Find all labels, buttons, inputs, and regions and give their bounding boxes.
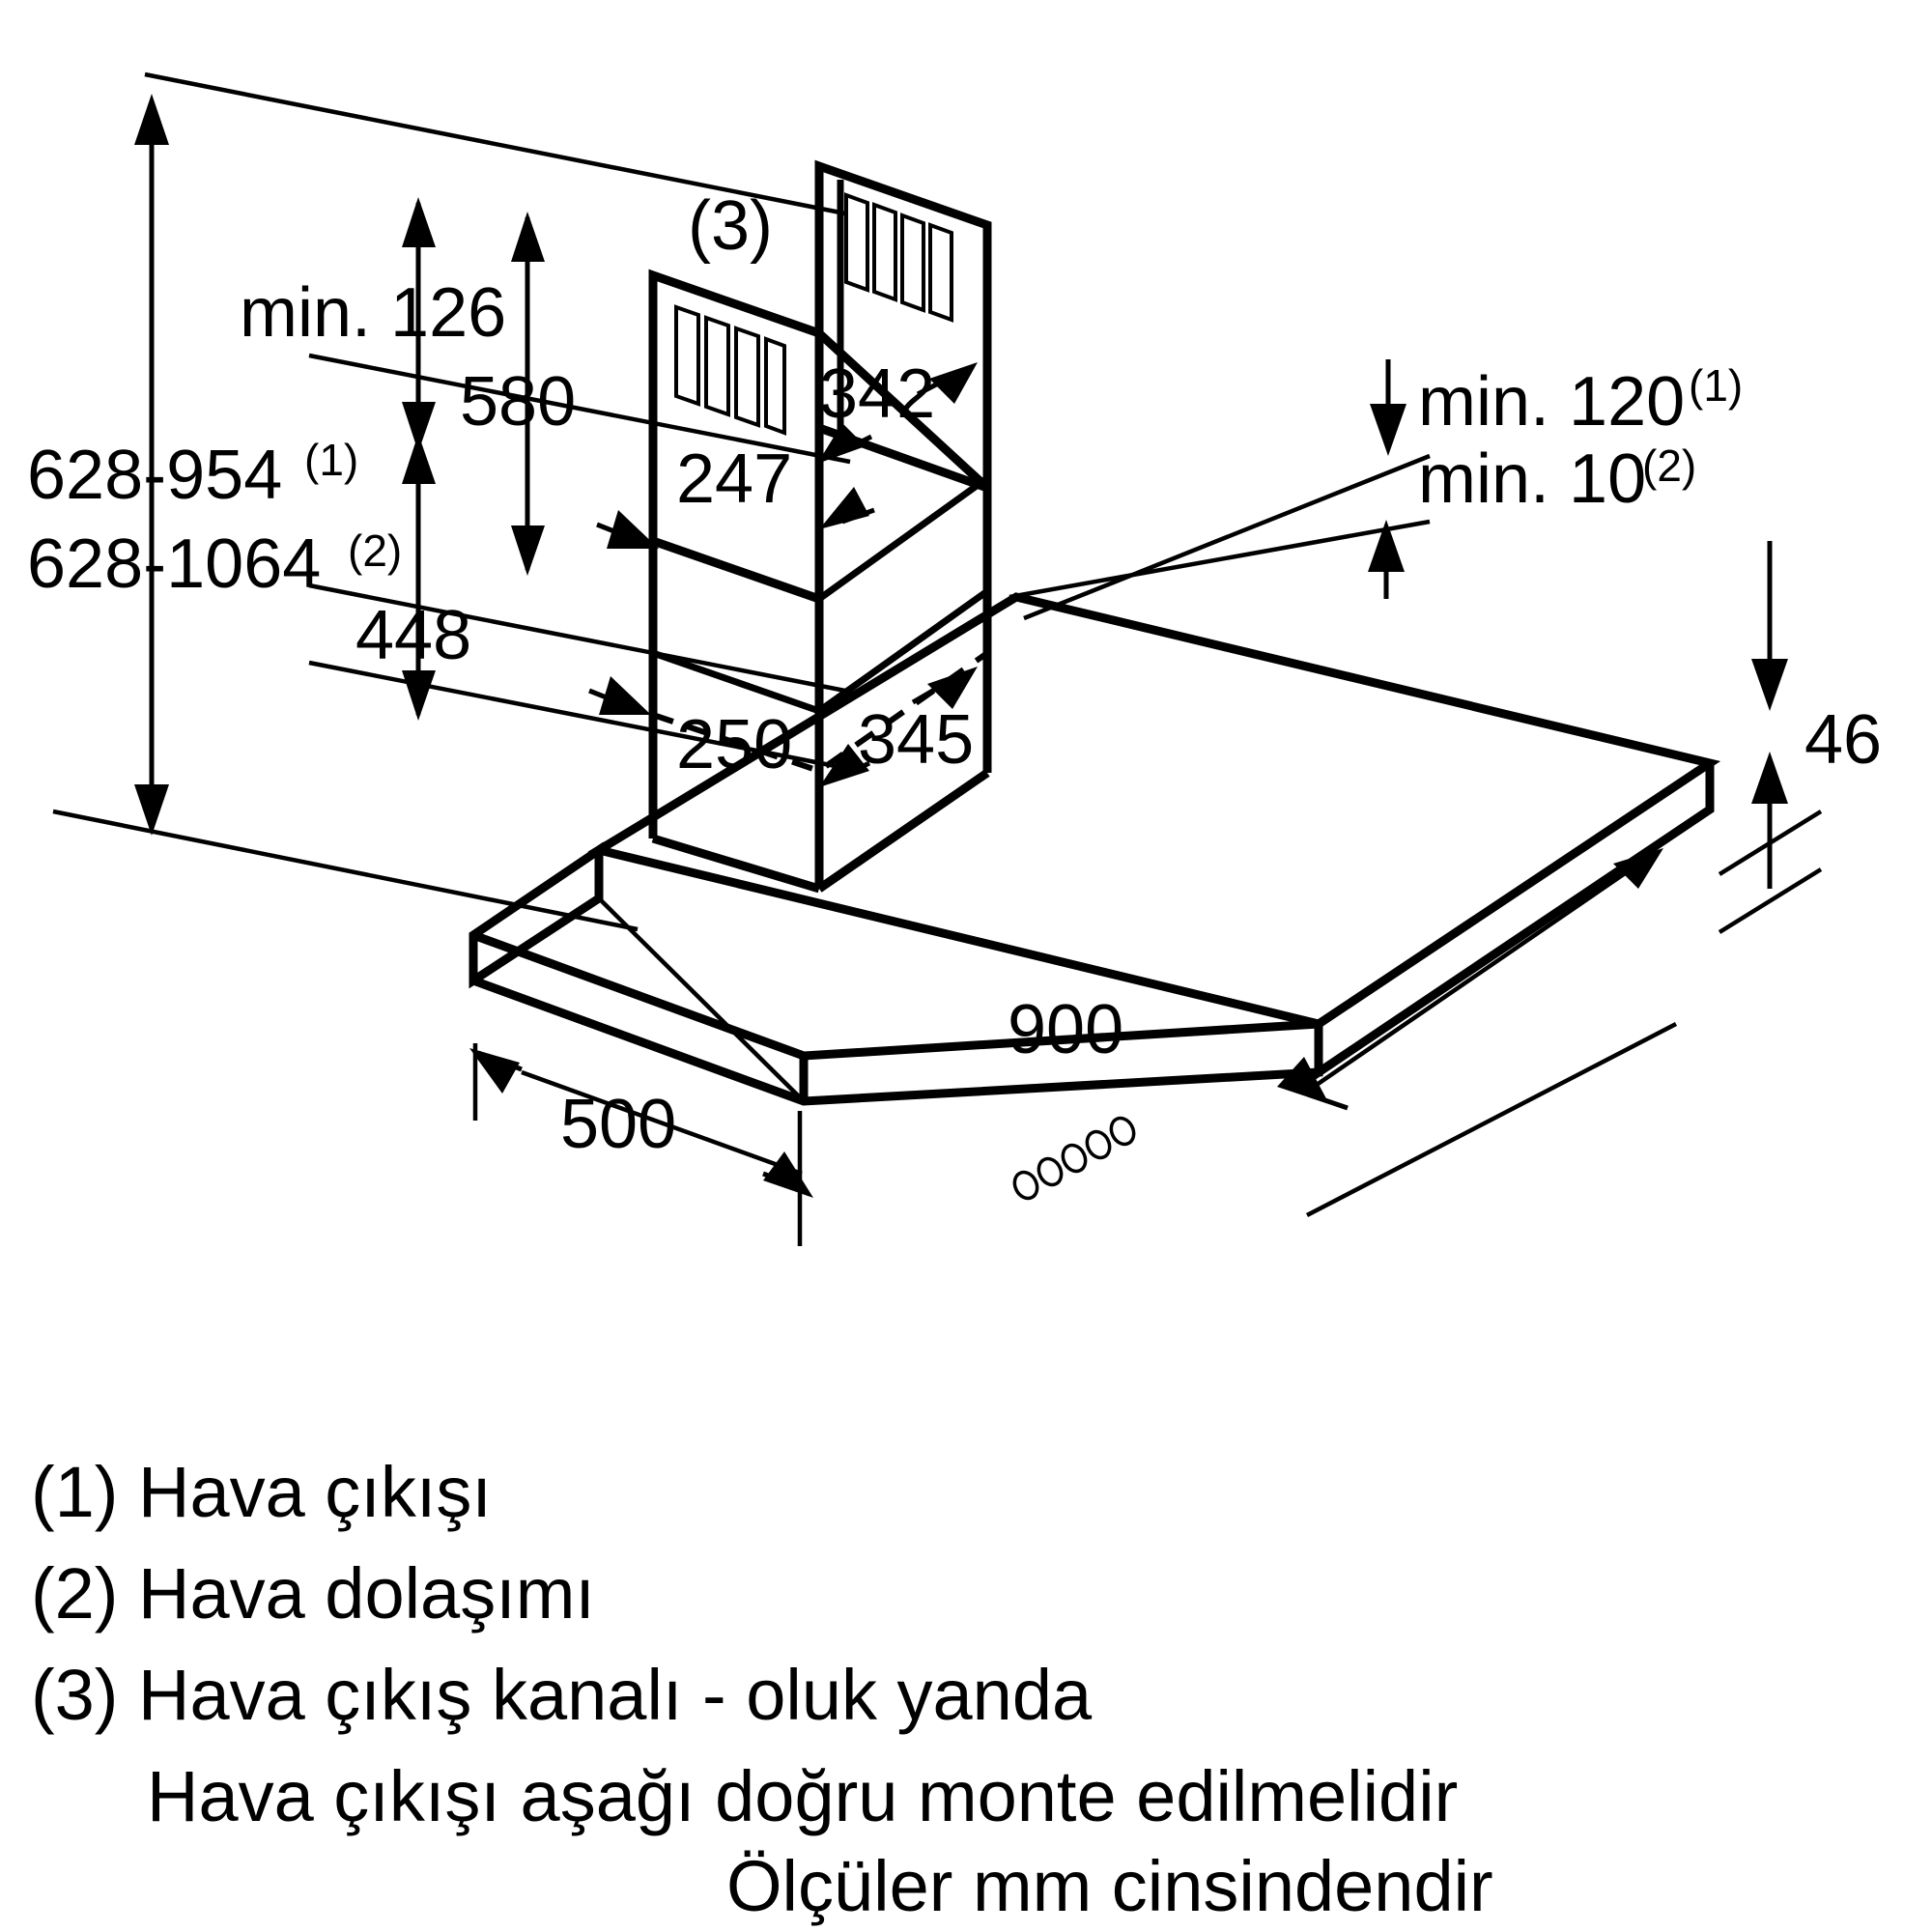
arrowhead-247-right-a bbox=[819, 487, 869, 529]
control-button-2 bbox=[1037, 1156, 1064, 1187]
label-628-1064: 628-1064 bbox=[27, 526, 321, 603]
front-vent-slots bbox=[674, 304, 786, 436]
legend-note-3-line1: (3) Hava çıkış kanalı - oluk yanda bbox=[31, 1655, 1093, 1735]
chimney-assembly bbox=[648, 159, 992, 894]
control-button-5 bbox=[1109, 1116, 1136, 1147]
label-min-10: min. 10 bbox=[1418, 440, 1646, 518]
label-628-1064-superscript: (2) bbox=[348, 526, 402, 576]
label-min-10-superscript: (2) bbox=[1642, 440, 1696, 491]
arrowhead-down-left-342 bbox=[817, 423, 866, 464]
hood-right-band bbox=[1314, 763, 1715, 1081]
arrowhead-down-outer bbox=[134, 784, 169, 836]
arrowhead-500-left bbox=[469, 1048, 520, 1094]
arrowhead-up-126 bbox=[402, 197, 436, 247]
arrowhead-900-right bbox=[1613, 848, 1663, 889]
arrowhead-down-126 bbox=[402, 402, 436, 452]
arrowhead-900-left bbox=[1277, 1057, 1329, 1104]
arrowhead-right-250 bbox=[599, 676, 651, 715]
label-628-954: 628-954 bbox=[27, 437, 282, 514]
arrowhead-up-min10 bbox=[1368, 520, 1405, 572]
control-button-1 bbox=[1012, 1170, 1039, 1201]
chimney-divider-left bbox=[651, 537, 821, 603]
arrowhead-down-448 bbox=[402, 670, 436, 721]
arrowhead-up-46 bbox=[1751, 752, 1788, 804]
arrowhead-up-outer bbox=[134, 94, 169, 145]
label-min-126: min. 126 bbox=[240, 274, 506, 352]
label-46: 46 bbox=[1804, 701, 1882, 779]
label-min-120: min. 120 bbox=[1418, 363, 1685, 440]
label-250: 250 bbox=[676, 706, 792, 783]
arrowhead-down-min120 bbox=[1370, 404, 1406, 456]
label-628-954-superscript: (1) bbox=[304, 435, 358, 485]
arrowhead-up-580 bbox=[511, 212, 545, 262]
arrowhead-up-448 bbox=[402, 434, 436, 484]
label-448: 448 bbox=[355, 597, 471, 674]
hood-bevel-left bbox=[597, 896, 806, 1103]
chimney-bottom-right bbox=[816, 769, 990, 893]
control-buttons-group bbox=[1012, 1116, 1136, 1201]
legend-block: (1) Hava çıkışı (2) Hava dolaşımı (3) Ha… bbox=[31, 1452, 1493, 1926]
arrowhead-down-580 bbox=[511, 526, 545, 576]
legend-note-3-line2: Hava çıkışı aşağı doğru monte edilmelidi… bbox=[147, 1756, 1458, 1836]
chimney-bottom-left bbox=[651, 834, 821, 894]
legend-units-note: Ölçüler mm cinsindendir bbox=[726, 1846, 1493, 1926]
chimney-divider2-left bbox=[651, 649, 821, 715]
rear-vent-slots bbox=[844, 192, 953, 323]
chimney-divider2-right bbox=[816, 588, 990, 714]
arrowhead-500-right bbox=[763, 1151, 813, 1198]
arrowhead-up-right-342 bbox=[929, 362, 978, 404]
legend-note-1: (1) Hava çıkışı bbox=[31, 1452, 492, 1532]
label-500: 500 bbox=[560, 1086, 676, 1163]
hood-front-band bbox=[471, 976, 1323, 1106]
hood-top-surface bbox=[587, 592, 1721, 1029]
label-342: 342 bbox=[819, 355, 935, 433]
label-247: 247 bbox=[676, 440, 792, 518]
label-580: 580 bbox=[460, 363, 576, 440]
control-button-3 bbox=[1061, 1143, 1088, 1174]
label-min-120-superscript: (1) bbox=[1689, 360, 1743, 411]
arrowhead-up-right-345 bbox=[927, 667, 978, 709]
chimney-divider-right-upper bbox=[816, 475, 990, 602]
legend-note-2: (2) Hava dolaşımı bbox=[31, 1553, 595, 1634]
control-button-4 bbox=[1085, 1129, 1112, 1160]
arrowhead-right-247 bbox=[607, 510, 659, 549]
arrowhead-down-46 bbox=[1751, 659, 1788, 711]
chimney-upper-joint bbox=[815, 329, 991, 492]
arrowhead-down-left-345 bbox=[819, 744, 869, 787]
left-dimension-stack bbox=[134, 94, 545, 836]
label-345: 345 bbox=[858, 701, 974, 779]
dimension-labels: min. 126 580 448 628-954 (1) 628-1064 (2… bbox=[27, 187, 1882, 1163]
label-900: 900 bbox=[1008, 991, 1123, 1068]
hood-canopy bbox=[469, 592, 1721, 1201]
label-callout-3: (3) bbox=[688, 187, 773, 265]
pointer-arrows bbox=[469, 359, 1788, 1246]
